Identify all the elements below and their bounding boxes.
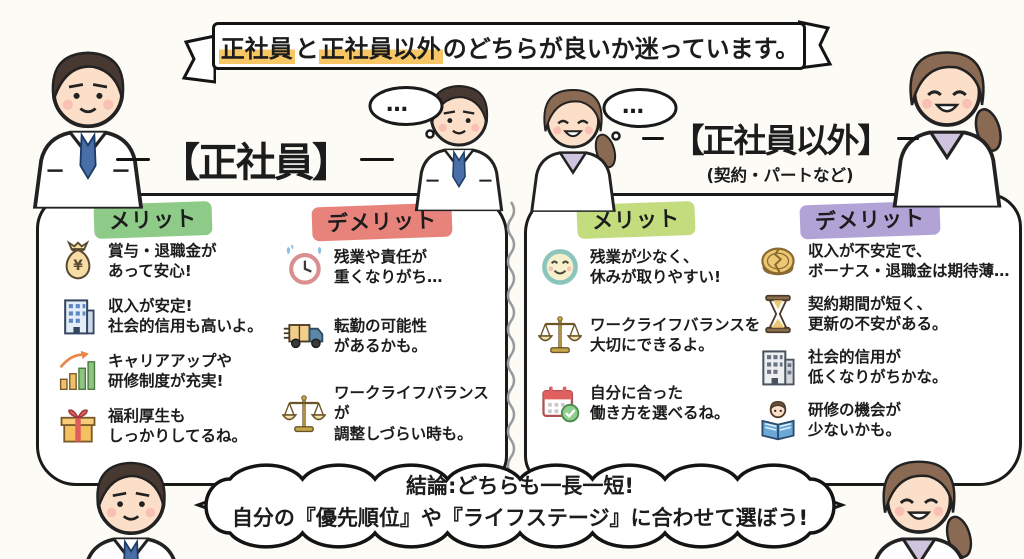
- list-item: 研修の機会が 少ないかも。: [756, 398, 1016, 442]
- wavy-divider: [506, 201, 516, 475]
- hourglass-icon: [756, 292, 800, 336]
- list-item: 残業が少なく、 休みが取りやすい!: [538, 245, 772, 289]
- section-subtitle-right: (契約・パートなど): [706, 166, 854, 185]
- seishain-merit-list: 賞与・退職金が あって安心! 収入が安定! 社会的信用も高いよ。 キャリアアップ…: [56, 239, 284, 448]
- section-header-non-seishain: 【正社員以外】 (契約・パートなど): [638, 114, 922, 186]
- conclusion-text: 結論:どちらも一長一短! 自分の『優先順位』や『ライフステージ』に合わせて選ぼう…: [210, 471, 830, 534]
- non-seishain-demerit-list: 収入が不安定で、 ボーナス・退職金は期待薄… 契約期間が短く、 更新の不安がある…: [756, 239, 1016, 442]
- header-dash: [360, 157, 394, 161]
- list-item: 収入が安定! 社会的信用も高いよ。: [56, 294, 284, 338]
- header-dash: [896, 136, 919, 140]
- demerit-text: 転勤の可能性 があるかも。: [334, 316, 428, 355]
- career-growth-chart-icon: [56, 349, 100, 393]
- ellipsis-text-left: …: [386, 92, 411, 117]
- demerit-text: 契約期間が短く、 更新の不安がある。: [808, 294, 948, 333]
- ribbon-end-left: [181, 34, 216, 84]
- reading-book-icon: [756, 398, 800, 442]
- merit-text: 自分に合った 働き方を選べるね。: [590, 383, 730, 422]
- ellipsis-text-right: …: [622, 94, 647, 119]
- overtime-clock-icon: [282, 245, 326, 289]
- demerit-text: 残業や責任が 重くなりがち…: [334, 247, 443, 286]
- title-rest: のどちらが良いか迷っています。: [442, 34, 800, 63]
- list-item: 契約期間が短く、 更新の不安がある。: [756, 292, 1016, 336]
- list-item: 転勤の可能性 があるかも。: [282, 314, 500, 358]
- section-title-right: 【正社員以外】: [671, 121, 891, 160]
- conclusion-line-2: 自分の『優先順位』や『ライフステージ』に合わせて選ぼう!: [231, 505, 809, 530]
- merit-text: 賞与・退職金が あって安心!: [108, 241, 217, 280]
- title-banner: 正社員と正社員以外のどちらが良いか迷っています。: [212, 22, 806, 70]
- moving-truck-icon: [282, 314, 326, 358]
- office-building-gray-icon: [756, 345, 800, 389]
- balance-scale-icon: [538, 313, 582, 357]
- header-dash: [641, 136, 664, 140]
- list-item: キャリアアップや 研修制度が充実!: [56, 349, 284, 393]
- seishain-demerit-list: 残業や責任が 重くなりがち… 転勤の可能性 があるかも。 ワークライフバランスが…: [282, 245, 500, 444]
- calendar-check-icon: [538, 381, 582, 425]
- merit-text: キャリアアップや 研修制度が充実!: [108, 351, 233, 390]
- merit-text: ワークライフバランスを 大切にできるよ。: [590, 315, 761, 354]
- doctor-man-bottom-left: [56, 452, 206, 559]
- merit-text: 福利厚生も しっかりしてるね。: [108, 406, 248, 445]
- list-item: 自分に合った 働き方を選べるね。: [538, 381, 772, 425]
- list-item: ワークライフバランスが 調整しづらい時も。: [282, 383, 500, 444]
- title-conjunction: と: [294, 34, 319, 63]
- doctor-woman-bottom-right: [844, 452, 994, 559]
- conclusion-line-1: 結論:どちらも一長一短!: [406, 474, 634, 498]
- balance-scale-icon: [282, 392, 326, 436]
- list-item: 社会的信用が 低くなりがちかな。: [756, 345, 1016, 389]
- title-highlight-non-seishain: 正社員以外: [318, 28, 443, 64]
- section-header-seishain: 【正社員】: [116, 130, 394, 188]
- list-item: 賞与・退職金が あって安心!: [56, 239, 284, 283]
- demerit-text: 研修の機会が 少ないかも。: [808, 400, 902, 439]
- conclusion-cloud-bubble: [193, 463, 847, 549]
- list-item: 残業や責任が 重くなりがち…: [282, 245, 500, 289]
- header-dash: [116, 157, 150, 161]
- merit-text: 残業が少なく、 休みが取りやすい!: [590, 247, 722, 286]
- money-bag-icon: [56, 239, 100, 283]
- demerit-text: 収入が不安定で、 ボーナス・退職金は期待薄…: [808, 241, 1010, 280]
- demerit-text: 社会的信用が 低くなりがちかな。: [808, 347, 948, 386]
- gift-box-icon: [56, 404, 100, 448]
- non-seishain-merit-list: 残業が少なく、 休みが取りやすい! ワークライフバランスを 大切にできるよ。 自…: [538, 245, 772, 425]
- section-title-left: 【正社員】: [160, 140, 352, 186]
- seishain-bubble: [36, 193, 508, 486]
- list-item: 福利厚生も しっかりしてるね。: [56, 404, 284, 448]
- merit-text: 収入が安定! 社会的信用も高いよ。: [108, 296, 263, 335]
- broken-coin-icon: [756, 239, 800, 283]
- list-item: 収入が不安定で、 ボーナス・退職金は期待薄…: [756, 239, 1016, 283]
- list-item: ワークライフバランスを 大切にできるよ。: [538, 313, 772, 357]
- title-highlight-seishain: 正社員: [218, 28, 295, 64]
- demerit-text: ワークライフバランスが 調整しづらい時も。: [334, 384, 489, 443]
- office-building-icon: [56, 294, 100, 338]
- relaxed-clock-icon: [538, 245, 582, 289]
